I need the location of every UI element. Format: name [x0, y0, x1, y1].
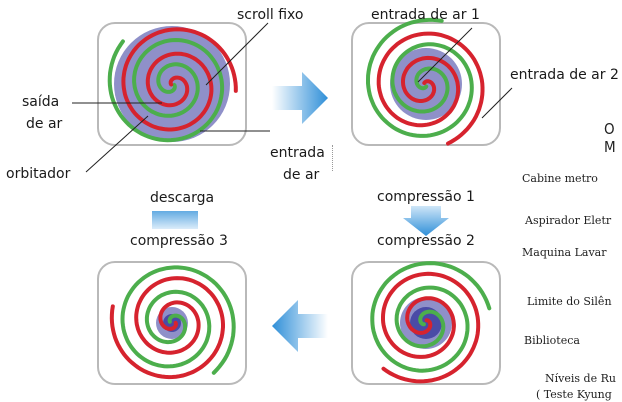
fixed-scroll [370, 261, 492, 373]
side-panel-title: O M [604, 120, 616, 156]
arrow-right-icon [272, 72, 328, 124]
label-saida: saída [22, 94, 60, 110]
label-compressao-2: compressão 2 [377, 233, 475, 249]
stage-4-scroll-drawing [109, 265, 236, 380]
label-entrada-ar-2: entrada de ar 2 [510, 67, 619, 83]
arrow-up-icon [152, 211, 198, 229]
label-scroll-fixo: scroll fixo [237, 7, 304, 23]
side-panel-footer-2: ( Teste Kyung [536, 388, 612, 401]
fixed-scroll [120, 265, 236, 375]
orbiting-scroll [109, 276, 225, 380]
arrow-left-icon [272, 300, 328, 352]
label-entrada-de-ar: de ar [283, 167, 320, 183]
label-compressao-3: compressão 3 [130, 233, 228, 249]
label-entrada: entrada [270, 145, 325, 161]
orbiting-scroll [121, 27, 238, 132]
side-panel-item-1: Cabine metro [522, 172, 598, 185]
side-panel-footer-1: Níveis de Ru [545, 372, 616, 385]
side-panel-item-5: Biblioteca [524, 334, 580, 347]
orbiting-scroll [381, 271, 481, 384]
label-compressao-1: compressão 1 [377, 189, 475, 205]
label-descarga: descarga [150, 190, 215, 206]
side-panel-item-2: Aspirador Eletr [525, 214, 612, 227]
label-orbitador: orbitador [6, 166, 71, 182]
label-saida-de-ar: de ar [26, 116, 63, 132]
stage-1-scroll-drawing [107, 26, 238, 143]
side-panel-item-3: Maquina Lavar [522, 246, 607, 259]
arrow-down-icon [403, 206, 449, 236]
stage-3-scroll-drawing [370, 261, 492, 384]
label-entrada-ar-1: entrada de ar 1 [371, 7, 480, 23]
fixed-scroll [107, 37, 225, 143]
side-panel-item-4: Limite do Silên [527, 295, 612, 308]
stage-2-scroll-drawing [366, 17, 485, 146]
side-panel-divider [332, 145, 334, 171]
